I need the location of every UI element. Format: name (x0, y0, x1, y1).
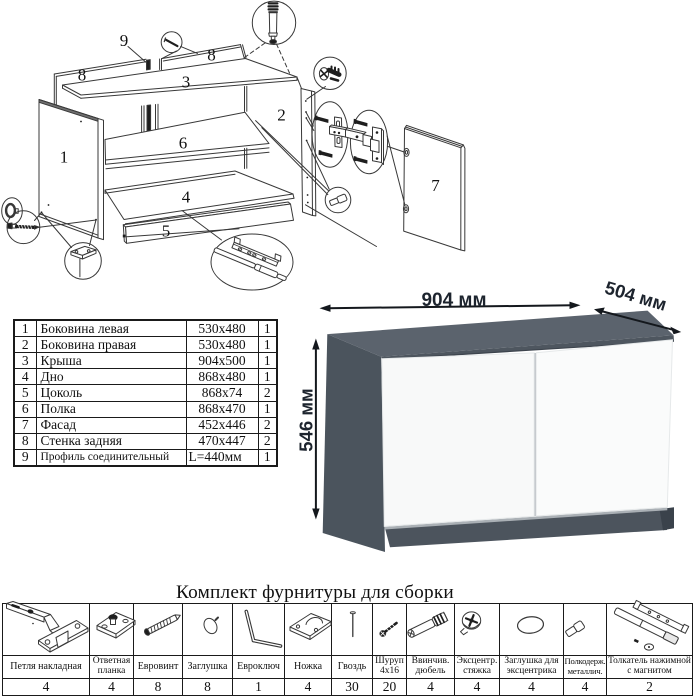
svg-text:5: 5 (162, 222, 171, 241)
svg-text:2: 2 (277, 106, 286, 125)
svg-text:9: 9 (120, 31, 129, 50)
svg-text:7: 7 (431, 176, 440, 195)
svg-text:6: 6 (179, 134, 188, 153)
svg-text:8: 8 (78, 66, 87, 85)
svg-text:546 мм: 546 мм (296, 388, 317, 451)
svg-text:504 мм: 504 мм (602, 277, 669, 315)
svg-text:8: 8 (207, 46, 216, 65)
svg-text:4: 4 (182, 188, 191, 207)
svg-text:1: 1 (60, 148, 69, 167)
svg-text:3: 3 (182, 73, 191, 92)
svg-text:904 мм: 904 мм (421, 290, 486, 311)
